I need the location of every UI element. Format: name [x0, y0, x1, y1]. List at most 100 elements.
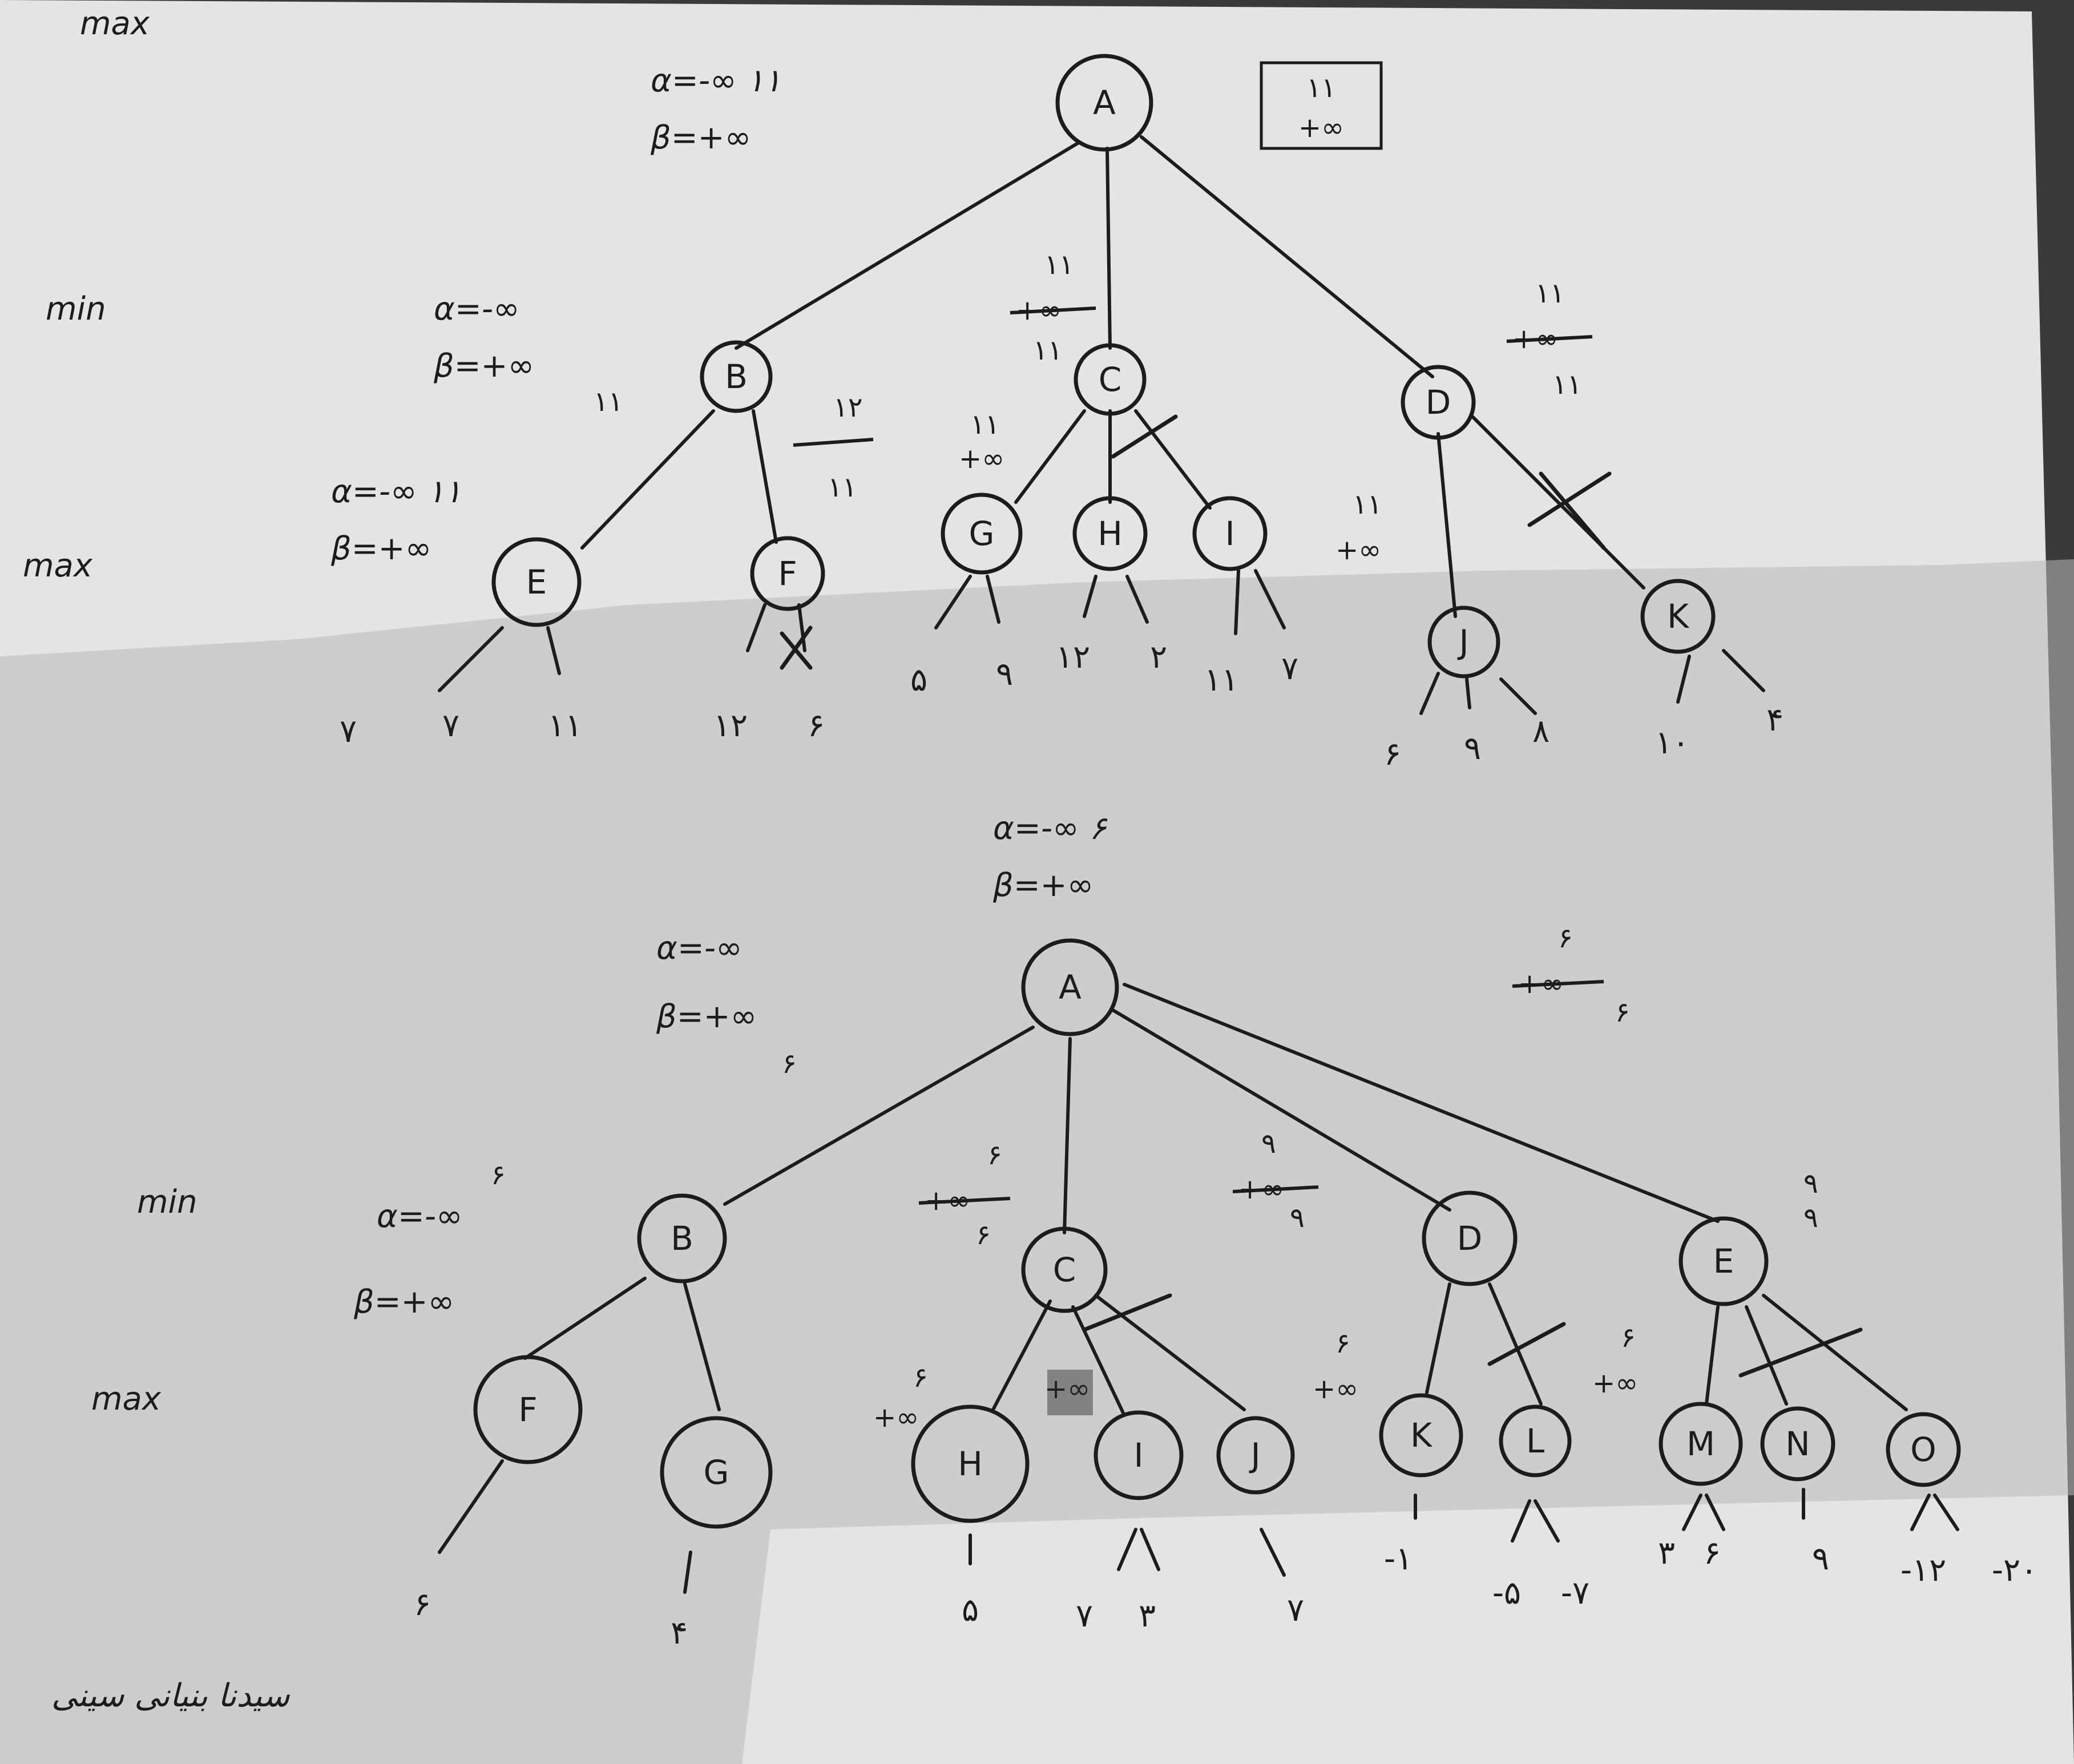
prune-mark-D-L	[1487, 1322, 1566, 1366]
svg-text:L: L	[1526, 1422, 1544, 1460]
tree2-H-mid: +∞	[873, 1402, 919, 1434]
tree1-J-top: ۱۱	[1353, 489, 1382, 520]
edge-D-J	[1437, 432, 1457, 618]
tree1-leaf: ۵	[910, 661, 927, 699]
svg-text:G: G	[969, 514, 995, 553]
tree2-node-L: L	[1499, 1404, 1572, 1478]
tree1-node-A: A	[1055, 54, 1153, 152]
edge-E-leaf-2	[546, 626, 561, 675]
svg-text:A: A	[1093, 83, 1116, 122]
tree1-F-strike	[793, 438, 874, 447]
tree2-node-O: O	[1886, 1412, 1961, 1487]
tree1-C-bot: ۱۱	[1033, 334, 1063, 366]
edge-I-leaf-2	[1254, 569, 1286, 629]
tree1-G-mid: +∞	[959, 443, 1004, 475]
edge-A-B	[735, 141, 1080, 350]
edge-H-leaf-1	[1083, 575, 1097, 618]
tree2-D-strike	[1232, 1185, 1319, 1193]
edge-A-C	[1105, 147, 1112, 350]
tree1-B-beta-new: ۱۱	[594, 386, 623, 418]
edge-A-B	[723, 1026, 1035, 1206]
tree1-node-E: E	[491, 537, 582, 627]
tree1-leaf: ۷	[442, 707, 459, 744]
svg-text:A: A	[1059, 968, 1082, 1007]
tree1-root-alpha: α=-∞ ۱۱	[651, 62, 781, 99]
edge-I-leaf-1	[1234, 569, 1240, 635]
edge-M-leaf-1	[1682, 1493, 1702, 1531]
edge-M-leaf-2	[1705, 1493, 1725, 1531]
tree1-E-alpha: α=-∞ ۱۱	[331, 473, 462, 510]
tree2-node-M: M	[1659, 1402, 1743, 1486]
tree1-node-J: J	[1427, 606, 1500, 679]
tree2-node-E: E	[1678, 1216, 1769, 1306]
edge-A-D	[1140, 135, 1434, 378]
edge-G-leaf	[683, 1551, 692, 1594]
tree2-leaf: ۳	[1139, 1597, 1156, 1634]
svg-text:E: E	[526, 563, 547, 602]
svg-text:J: J	[1457, 623, 1468, 661]
tree1-value-box	[1260, 61, 1383, 150]
tree2-leaf: -۲۰	[1992, 1552, 2037, 1589]
tree1-leaf: ۶	[808, 707, 825, 744]
tree1-root-beta: β=+∞	[650, 119, 751, 156]
tree1-leaf: ۱۱	[548, 707, 582, 744]
tree1-F-top: ۱۲	[833, 391, 863, 423]
tree2-node-D: D	[1422, 1190, 1518, 1286]
tree2-C-strike	[918, 1197, 1011, 1205]
svg-text:F: F	[518, 1390, 537, 1429]
svg-text:I: I	[1133, 1436, 1143, 1475]
edge-J-leaf-1	[1419, 672, 1440, 715]
tree1-leaf: ۶	[1384, 736, 1401, 773]
edge-G-leaf-2	[986, 575, 1000, 624]
tree2-K-mid: +∞	[1313, 1373, 1358, 1405]
tree1-node-K: K	[1640, 579, 1716, 654]
tree1-G-top: ۱۱	[970, 409, 1000, 441]
tree-1: A B C D E F G H I J K α=-∞ ۱۱ β=+∞ ۱۱ +∞…	[330, 54, 1784, 773]
svg-text:I: I	[1225, 514, 1234, 553]
prune-mark-C-J	[1082, 1293, 1172, 1332]
tree1-leaf: ۱۱	[1204, 661, 1238, 699]
tree1-leaf: ۱۰	[1655, 724, 1689, 761]
tree1-node-F: F	[750, 536, 825, 611]
edge-F-leaf-2	[797, 603, 806, 652]
tree2-B-beta: β=+∞	[353, 1283, 454, 1321]
tree2-leaf: ۶	[1704, 1535, 1721, 1572]
svg-text:K: K	[1667, 597, 1690, 636]
tree1-leaf: ۹	[1464, 730, 1481, 767]
tree1-node-C: C	[1074, 343, 1147, 416]
edge-A-D	[1111, 1008, 1451, 1212]
tree1-node-B: B	[700, 340, 773, 413]
edge-E-leaf-1	[438, 626, 504, 692]
level-label-max-2: max	[23, 547, 93, 584]
edge-A-E	[1123, 983, 1720, 1223]
tree1-E-beta: β=+∞	[330, 530, 431, 567]
svg-text:J: J	[1249, 1436, 1260, 1475]
tree2-E-top: ۹	[1803, 1168, 1818, 1200]
tree1-node-G: G	[941, 493, 1023, 575]
tree2-node-I: I	[1094, 1410, 1184, 1500]
tree1-leaf: ۹	[996, 656, 1013, 693]
edge-J-leaf	[1260, 1528, 1286, 1577]
tree2-top-alpha: α=-∞ ۶	[993, 810, 1108, 847]
tree1-D-bot: ۱۱	[1552, 369, 1582, 401]
edge-J-leaf-2	[1465, 677, 1471, 709]
edge-F-leaf-1	[746, 603, 766, 652]
svg-text:D: D	[1457, 1219, 1483, 1258]
tree1-leaf: ۷	[1281, 650, 1298, 687]
tree2-leaf: -۱	[1384, 1540, 1413, 1577]
tree1-leaf: ۸	[1532, 713, 1550, 750]
signature: سیدنا بنیانی سینی	[51, 1677, 290, 1714]
edge-A-C	[1063, 1037, 1072, 1234]
tree2-leaf: ۵	[962, 1592, 979, 1629]
svg-text:B: B	[725, 357, 748, 396]
edge-E-M	[1705, 1305, 1720, 1406]
tree2-D-top: ۹	[1261, 1128, 1276, 1160]
edge-E-O	[1762, 1294, 1908, 1411]
svg-text:C: C	[1099, 360, 1122, 399]
edge-G-leaf-1	[934, 575, 972, 629]
tree2-E-bot: ۹	[1803, 1202, 1818, 1234]
tree2-B-alpha: α=-∞	[377, 1198, 463, 1235]
edge-K-leaf-1	[1676, 655, 1691, 704]
edge-O-leaf-1	[1910, 1493, 1931, 1531]
tree2-root-beta: β=+∞	[656, 998, 757, 1035]
